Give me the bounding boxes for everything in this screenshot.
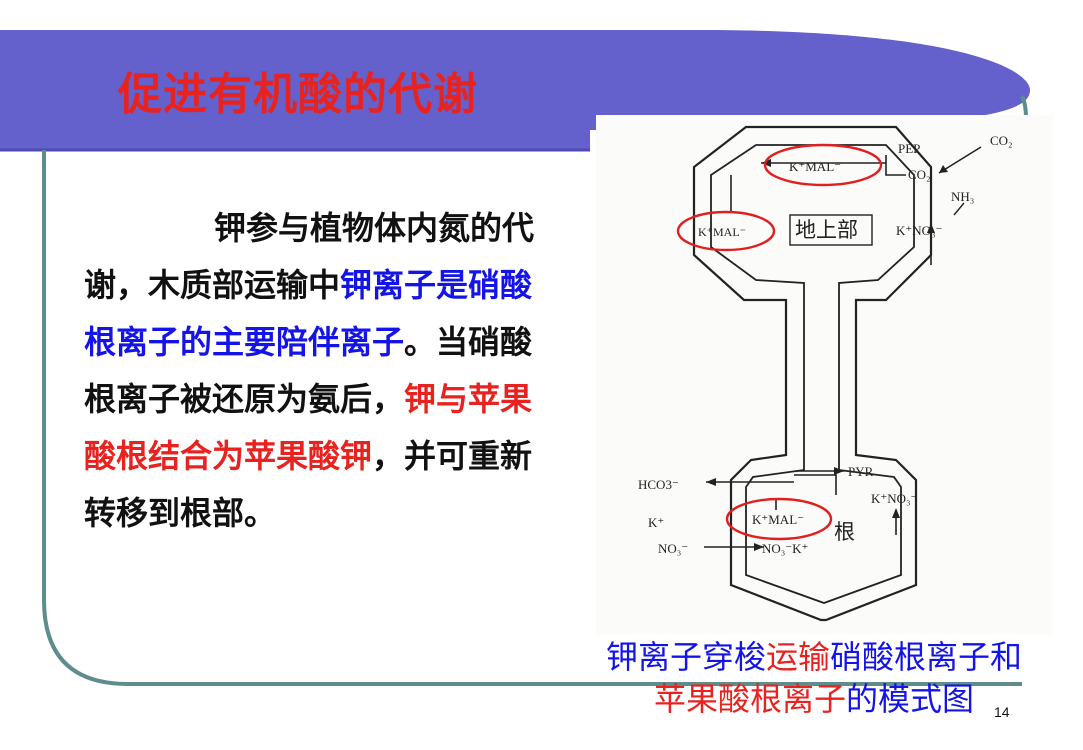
flow-pep-line bbox=[885, 155, 906, 176]
label-co2-right: CO₂ bbox=[990, 133, 1013, 148]
body-run-4: 子是硝酸根离子的主要陪伴 bbox=[84, 266, 533, 361]
body-run-7: 为氨后， bbox=[276, 380, 405, 418]
arrowhead-hco3 bbox=[706, 478, 716, 486]
label-pep: PEP bbox=[898, 141, 920, 156]
label-pyr: PYR bbox=[848, 464, 874, 479]
label-nh3: NH₃ bbox=[951, 189, 974, 204]
body-run-11: 到根部。 bbox=[148, 494, 277, 532]
body-run-2: 的代谢，木质部运输中 bbox=[84, 209, 535, 304]
highlight-kmal-top bbox=[763, 143, 883, 187]
body-paragraph: 钾参与植物体内氮的代谢，木质部运输中钾离子是硝酸根离子的主要陪伴离子。当硝酸根离… bbox=[84, 200, 554, 542]
label-kno3-top: K⁺NO₃⁻ bbox=[896, 223, 942, 238]
caption-run-1: 钾离子穿梭 bbox=[605, 638, 766, 676]
potassium-shuttle-diagram: K⁺MAL⁻ PEP CO₂ CO₂ NH₃ K⁺MAL⁻ 地上部 K⁺NO₃⁻… bbox=[596, 115, 1053, 635]
page-number: 14 bbox=[994, 704, 1010, 720]
flow-co2-arrow bbox=[938, 146, 982, 174]
arrowhead-no3 bbox=[754, 543, 764, 551]
label-shoot: 地上部 bbox=[795, 218, 858, 242]
plant-outline-inner bbox=[710, 144, 915, 604]
slide-title: 促进有机酸的代谢 bbox=[118, 69, 478, 120]
body-run-1: 钾参与植物体内氮 bbox=[214, 209, 471, 247]
caption-run-4: 苹果酸根离子 bbox=[653, 680, 846, 718]
diagram-caption: 钾离子穿梭运输硝酸根离子和苹果酸根离子的模式图 bbox=[556, 636, 1072, 720]
shoot-label-box bbox=[789, 214, 873, 246]
body-run-5: 离子 bbox=[340, 323, 405, 361]
content-border bbox=[42, 150, 1022, 686]
label-kno3-root: K⁺NO₃⁻ bbox=[871, 491, 917, 506]
caption-run-2: 运输 bbox=[765, 638, 830, 676]
label-no3k: NO₃⁻K⁺ bbox=[762, 541, 808, 556]
label-kmal-top: K⁺MAL⁻ bbox=[789, 159, 841, 174]
label-co2-inner: CO₂ bbox=[908, 167, 931, 182]
label-hco3: HCO3⁻ bbox=[638, 477, 679, 492]
flow-pyr-arrow bbox=[794, 474, 837, 495]
body-run-8: 钾与苹果酸根结合 bbox=[84, 380, 533, 475]
body-run-9: 为苹果酸钾 bbox=[212, 437, 373, 475]
label-root: 根 bbox=[834, 520, 855, 544]
highlight-kmal-root bbox=[725, 497, 833, 541]
arrowhead-co2 bbox=[939, 165, 948, 173]
caption-run-3: 硝酸根离子和 bbox=[830, 638, 1023, 676]
plant-outline-outer bbox=[692, 125, 933, 622]
flow-nh3-arrow bbox=[953, 202, 965, 216]
arrowhead-root-up bbox=[892, 508, 900, 518]
body-run-10: ，并可重新转移 bbox=[84, 437, 533, 532]
label-kmal-left: K⁺MAL⁻ bbox=[698, 225, 746, 239]
arrowhead-pyr bbox=[834, 467, 844, 475]
arrowhead-right-up bbox=[927, 223, 935, 233]
label-k-plus: K⁺ bbox=[648, 515, 664, 530]
body-run-3: 钾离 bbox=[340, 266, 405, 304]
caption-run-5: 的模式图 bbox=[846, 680, 975, 718]
label-no3-left: NO₃⁻ bbox=[658, 541, 688, 556]
body-run-6: 。当硝酸根离子被还原 bbox=[84, 323, 533, 418]
highlight-kmal-left bbox=[676, 210, 776, 252]
label-kmal-root: K⁺MAL⁻ bbox=[752, 512, 804, 527]
